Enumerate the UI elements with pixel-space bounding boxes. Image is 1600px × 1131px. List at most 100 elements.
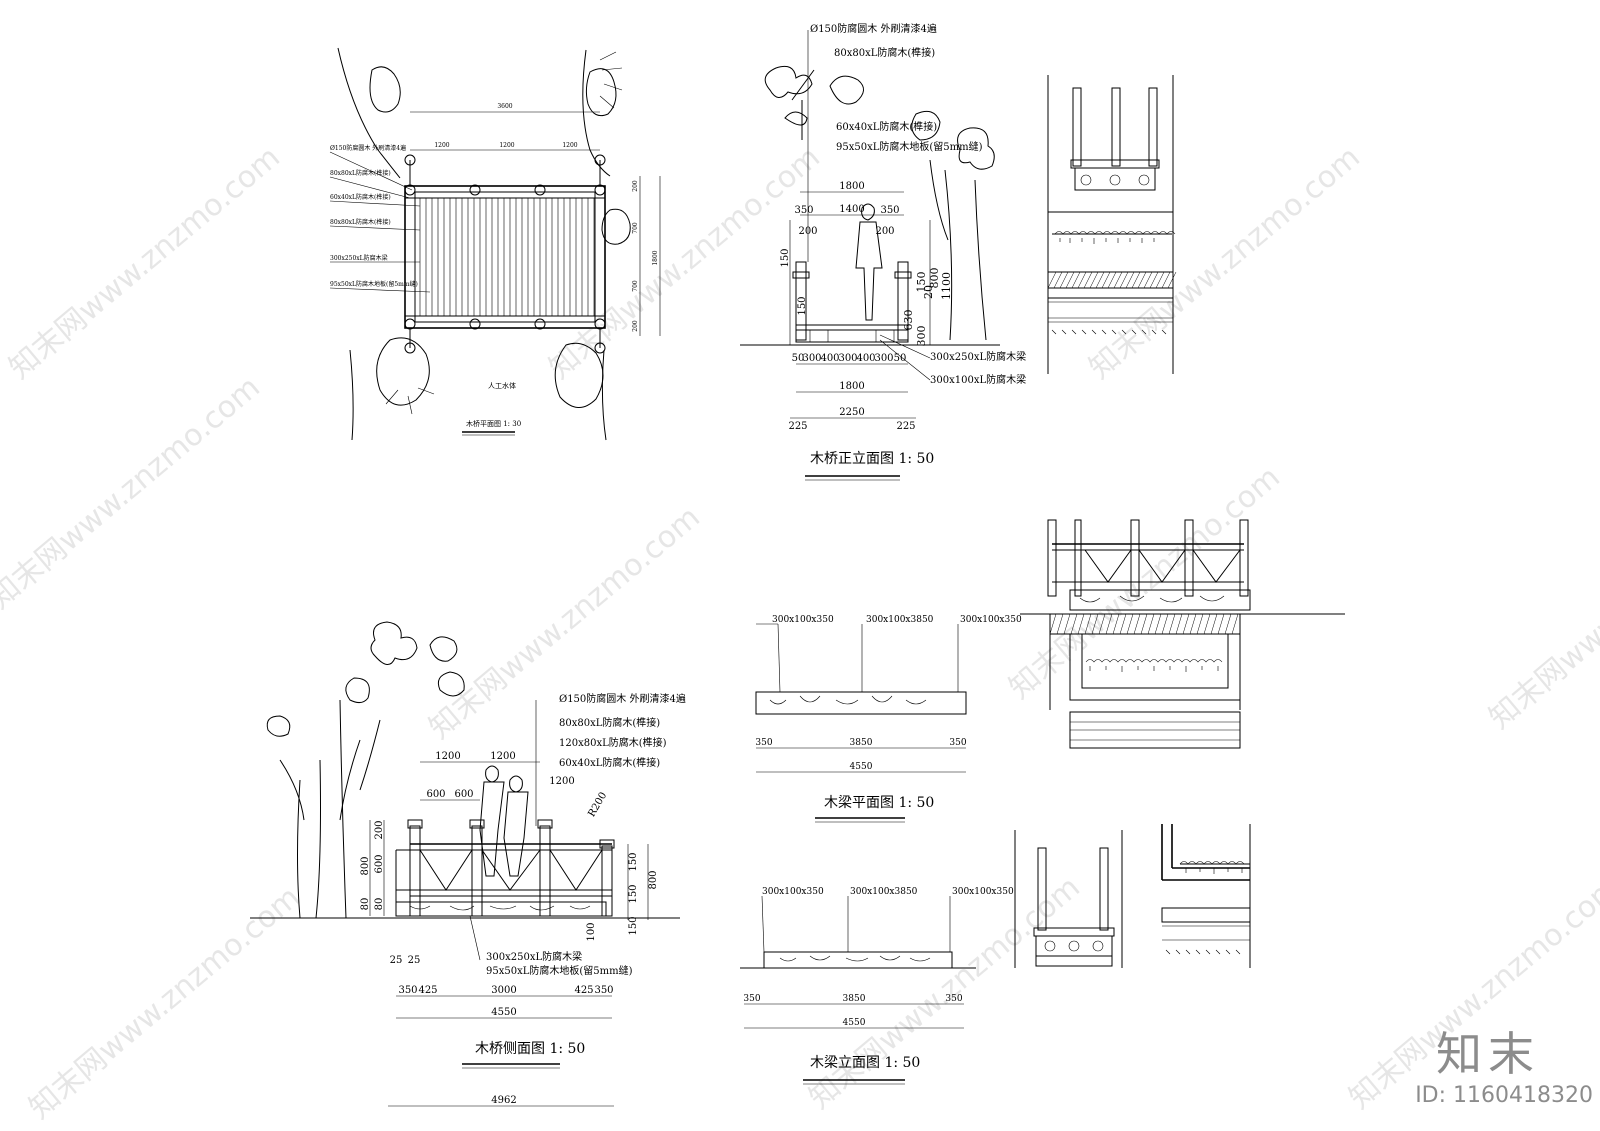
front-leader-label: 60x40xL防腐木(榫接) <box>836 120 937 133</box>
front-dim: 350 <box>880 205 899 216</box>
front-dim: 1400 <box>839 204 864 215</box>
section-hatch-1 <box>1047 271 1177 289</box>
watermark: 知末网www.znzmo.com <box>423 500 707 746</box>
brand-watermark: 知末 <box>1436 1027 1540 1081</box>
front-dim: 400 <box>820 353 839 364</box>
front-leader-label: Ø150防腐圆木 外刷清漆4遍 <box>810 22 937 35</box>
side-dim: 800 <box>648 870 659 889</box>
beam-elev-dim: 3850 <box>843 994 866 1004</box>
side-beam-label: 300x250xL防腐木梁 <box>486 950 582 963</box>
front-dim: 1100 <box>940 272 953 300</box>
beam-plan-dim: 3850 <box>850 738 873 748</box>
side-dim: 150 <box>628 884 639 903</box>
side-dim: 350 <box>398 985 417 996</box>
plan-dim: 3600 <box>497 103 512 110</box>
drawing-line <box>1224 613 1232 635</box>
drawing-line <box>1167 271 1177 289</box>
side-beam-label: 95x50xL防腐木地板(留5mm缝) <box>486 964 633 977</box>
front-dim: 400 <box>856 353 875 364</box>
beam-plan-label: 300x100x350 <box>772 615 834 625</box>
drawing-line <box>1107 271 1117 289</box>
watermark: 知末网www.znzmo.com <box>0 370 267 616</box>
drawing-line <box>1063 613 1071 635</box>
side-dim: R200 <box>586 790 609 819</box>
front-leader-label: 80x80xL防腐木(榫接) <box>834 46 935 59</box>
drawing-line <box>1189 613 1197 635</box>
side-dim: 1200 <box>435 751 460 762</box>
beam-plan-dim: 350 <box>755 738 772 748</box>
side-dim: 25 <box>390 955 403 966</box>
plan-dim: 1200 <box>434 142 449 149</box>
front-leader-label: 95x50xL防腐木地板(留5mm缝) <box>836 140 983 153</box>
side-dim: 600 <box>374 854 385 873</box>
front-dim: 20 <box>922 285 935 299</box>
plan-leader-label: 80x80xL防腐木(榫接) <box>330 169 391 177</box>
plan-posts <box>404 154 606 354</box>
drawing-line <box>1091 613 1099 635</box>
drawing-line <box>1070 613 1078 635</box>
side-dim: 1200 <box>549 776 574 787</box>
beam-plan-label: 300x100x350 <box>960 615 1022 625</box>
side-dim: 200 <box>374 820 385 839</box>
side-dim: 100 <box>586 922 597 941</box>
side-leader-label: 120x80xL防腐木(榫接) <box>559 736 667 749</box>
drawing-line <box>1083 271 1093 289</box>
drawing-line <box>1175 613 1183 635</box>
drawing-line <box>1161 613 1169 635</box>
front-dim: 1800 <box>839 181 864 192</box>
side-title: 木桥侧面图 1: 50 <box>475 1041 585 1057</box>
side-leader-label: 60x40xL防腐木(榫接) <box>559 756 660 769</box>
drawing-line <box>1182 613 1190 635</box>
drawing-line <box>1105 613 1113 635</box>
beam-plan-title: 木梁平面图 1: 50 <box>824 795 934 811</box>
beam-elev-label: 300x100x350 <box>762 887 824 897</box>
drawing-line <box>1140 613 1148 635</box>
front-dim: 300 <box>838 353 857 364</box>
front-dim: 50 <box>894 353 907 364</box>
plan-leader-label: 60x40xL防腐木(榫接) <box>330 193 391 201</box>
image-id-label: ID: 1160418320 <box>1415 1083 1593 1108</box>
watermark: 知末网www.znzmo.com <box>1483 490 1600 736</box>
plan-leader-label: Ø150防腐圆木 外刷清漆4遍 <box>330 144 406 152</box>
plan-deck-boards <box>419 198 595 316</box>
watermark: 知末网www.znzmo.com <box>3 140 287 386</box>
drawing-line <box>1077 271 1087 289</box>
front-dim: 225 <box>896 421 915 432</box>
plan-water-label: 人工水体 <box>488 381 516 390</box>
drawing-line <box>1131 271 1141 289</box>
drawing-line <box>1098 613 1106 635</box>
beam-plan-label: 300x100x3850 <box>866 615 934 625</box>
side-leader-label: Ø150防腐圆木 外刷清漆4遍 <box>559 692 686 705</box>
bridge-front-elevation: 1800 1400 350 350 200 200 150 150 630 15… <box>740 22 1026 481</box>
drawing-line <box>1149 271 1159 289</box>
plan-leader-label: 95x50xL防腐木地板(留5mm缝) <box>330 280 418 288</box>
drawing-line <box>1119 613 1127 635</box>
bridge-plan-view: 3600 1200 1200 1200 200 700 700 200 1800… <box>329 47 661 441</box>
front-dim: 300 <box>915 326 928 347</box>
drawing-line <box>1217 613 1225 635</box>
plan-dim: 200 <box>632 320 639 332</box>
drawing-line <box>1119 271 1129 289</box>
side-dim: 150 <box>628 916 639 935</box>
front-dim: 1800 <box>839 381 864 392</box>
drawing-line <box>1101 271 1111 289</box>
front-title: 木桥正立面图 1: 50 <box>810 451 934 467</box>
drawing-line <box>1049 613 1057 635</box>
beam-elevation-view: 300x100x350 300x100x3850 300x100x350 350… <box>740 887 1014 1085</box>
watermark: 知末网www.znzmo.com <box>1003 460 1287 706</box>
drawing-line <box>1065 271 1075 289</box>
drawing-line <box>1210 613 1218 635</box>
front-dim: 800 <box>928 268 941 289</box>
side-dim: 1200 <box>490 751 515 762</box>
front-dim: 2250 <box>839 407 864 418</box>
side-dim: 3000 <box>491 985 516 996</box>
side-leader-label: 80x80xL防腐木(榫接) <box>559 716 660 729</box>
plan-dim: 1800 <box>652 250 659 265</box>
front-dim: 50 <box>792 353 805 364</box>
section-hatch-2 <box>1049 613 1239 635</box>
drawing-line <box>1231 613 1239 635</box>
beam-elev-dim: 4550 <box>843 1018 866 1028</box>
front-dim: 300 <box>874 353 893 364</box>
drawing-line <box>1047 271 1057 289</box>
side-dim: 425 <box>574 985 593 996</box>
